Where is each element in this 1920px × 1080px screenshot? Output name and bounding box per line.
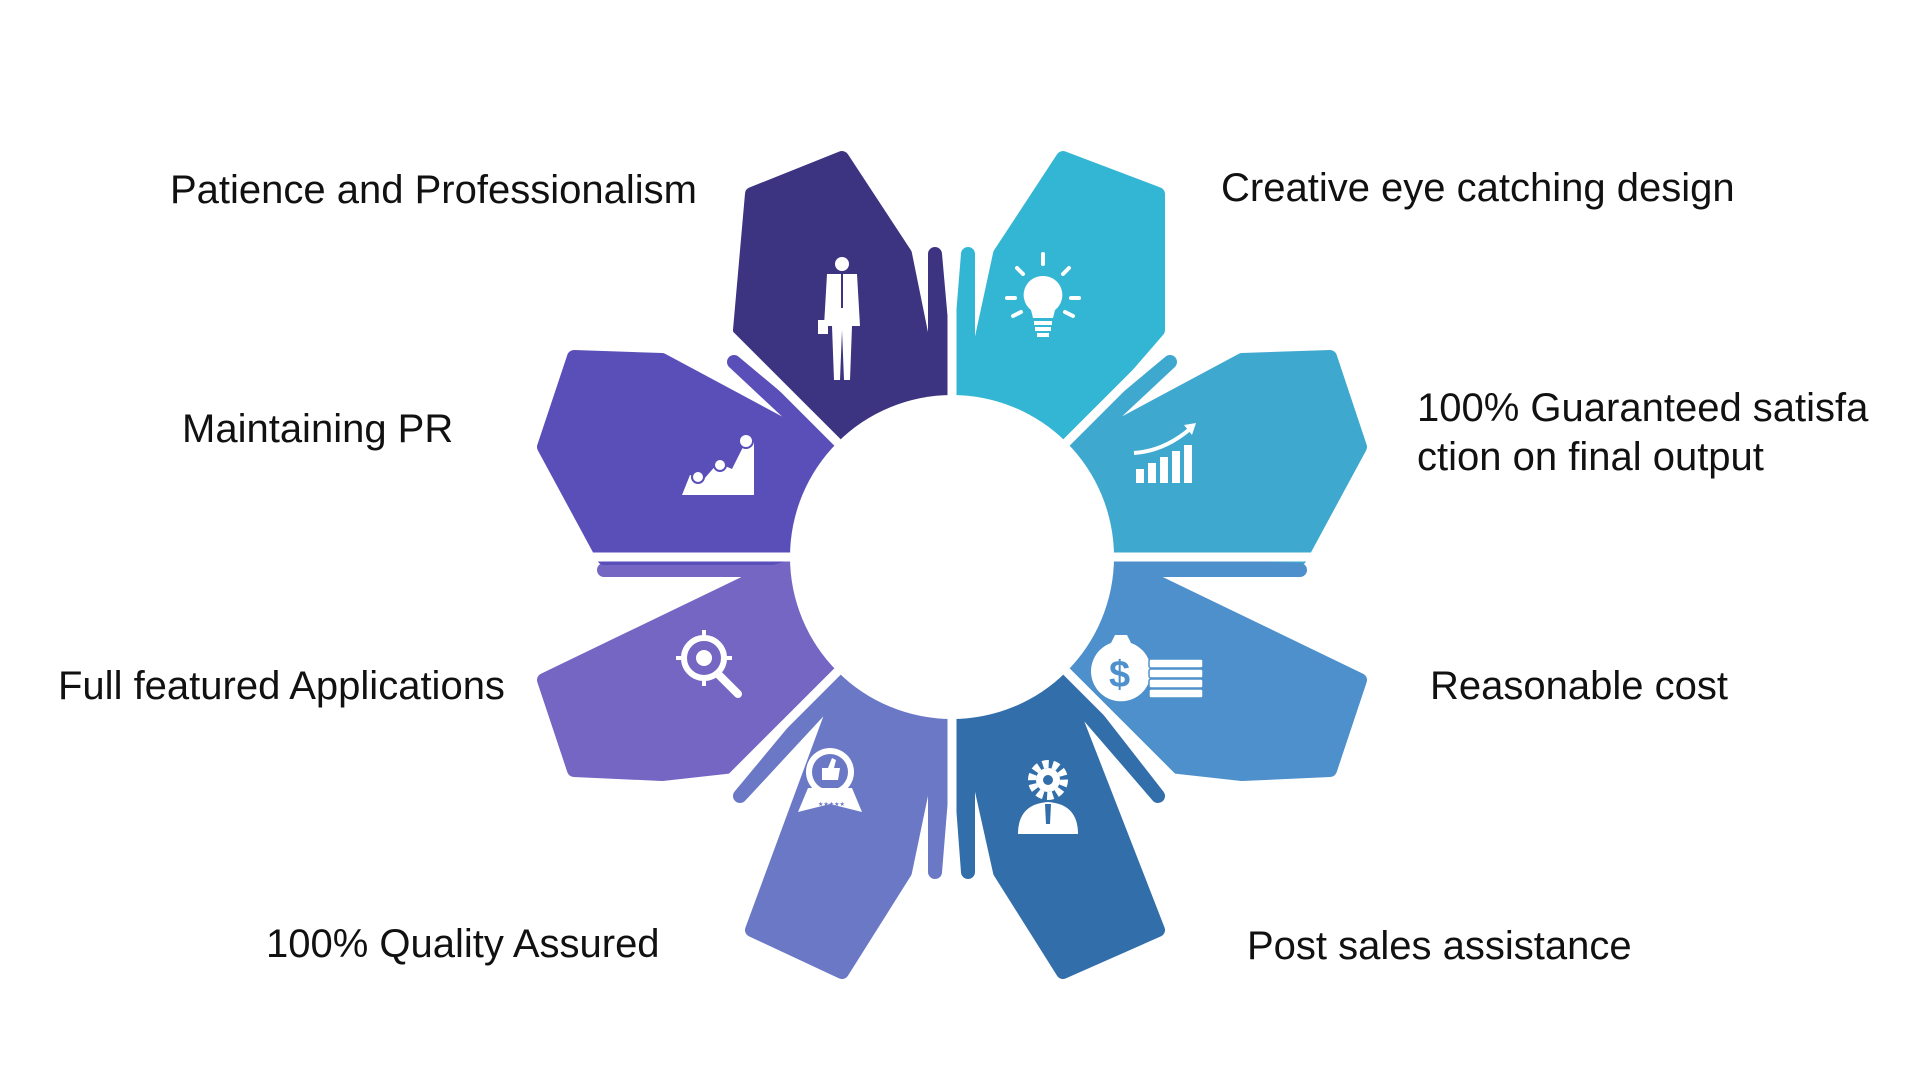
label-line: 100% Quality Assured <box>266 922 660 966</box>
label-line: Reasonable cost <box>1430 664 1728 708</box>
lightbulb-icon <box>1005 252 1081 337</box>
label-postsales: Post sales assistance <box>1247 922 1632 971</box>
businessman-icon <box>818 257 860 380</box>
label-line: Post sales assistance <box>1247 924 1632 968</box>
label-maintaining: Maintaining PR <box>182 405 453 454</box>
label-line: Full featured Applications <box>58 664 505 708</box>
segment-gap <box>1061 256 1253 448</box>
label-guaranteed: 100% Guaranteed satisfa ction on final o… <box>1417 384 1868 482</box>
money-bag-icon: $ <box>1091 635 1204 702</box>
segment-gap <box>651 256 843 448</box>
label-reasonable: Reasonable cost <box>1430 662 1728 711</box>
label-line: Maintaining PR <box>182 407 454 451</box>
center-hole <box>790 395 1114 719</box>
segment-gap <box>651 666 843 858</box>
mountain-path-icon <box>682 433 754 495</box>
label-quality: 100% Quality Assured <box>266 920 660 969</box>
label-fullfeatured: Full featured Applications <box>58 662 505 711</box>
label-line: Creative eye catching design <box>1221 166 1735 210</box>
label-line: 100% Guaranteed satisfa <box>1417 386 1869 430</box>
support-agent-icon <box>1018 760 1078 834</box>
svg-text:★★★★★: ★★★★★ <box>818 801 845 808</box>
label-line: Patience and Professionalism <box>170 168 697 212</box>
label-creative: Creative eye catching design <box>1221 164 1735 213</box>
segment-gap <box>1061 666 1253 858</box>
label-patience: Patience and Professionalism <box>170 166 697 215</box>
svg-text:$: $ <box>1109 654 1130 696</box>
quality-badge-icon: ★★★★★ <box>798 748 862 812</box>
label-line: ction on final output <box>1417 435 1764 479</box>
target-search-icon <box>676 630 742 698</box>
growth-chart-icon <box>1133 423 1196 483</box>
